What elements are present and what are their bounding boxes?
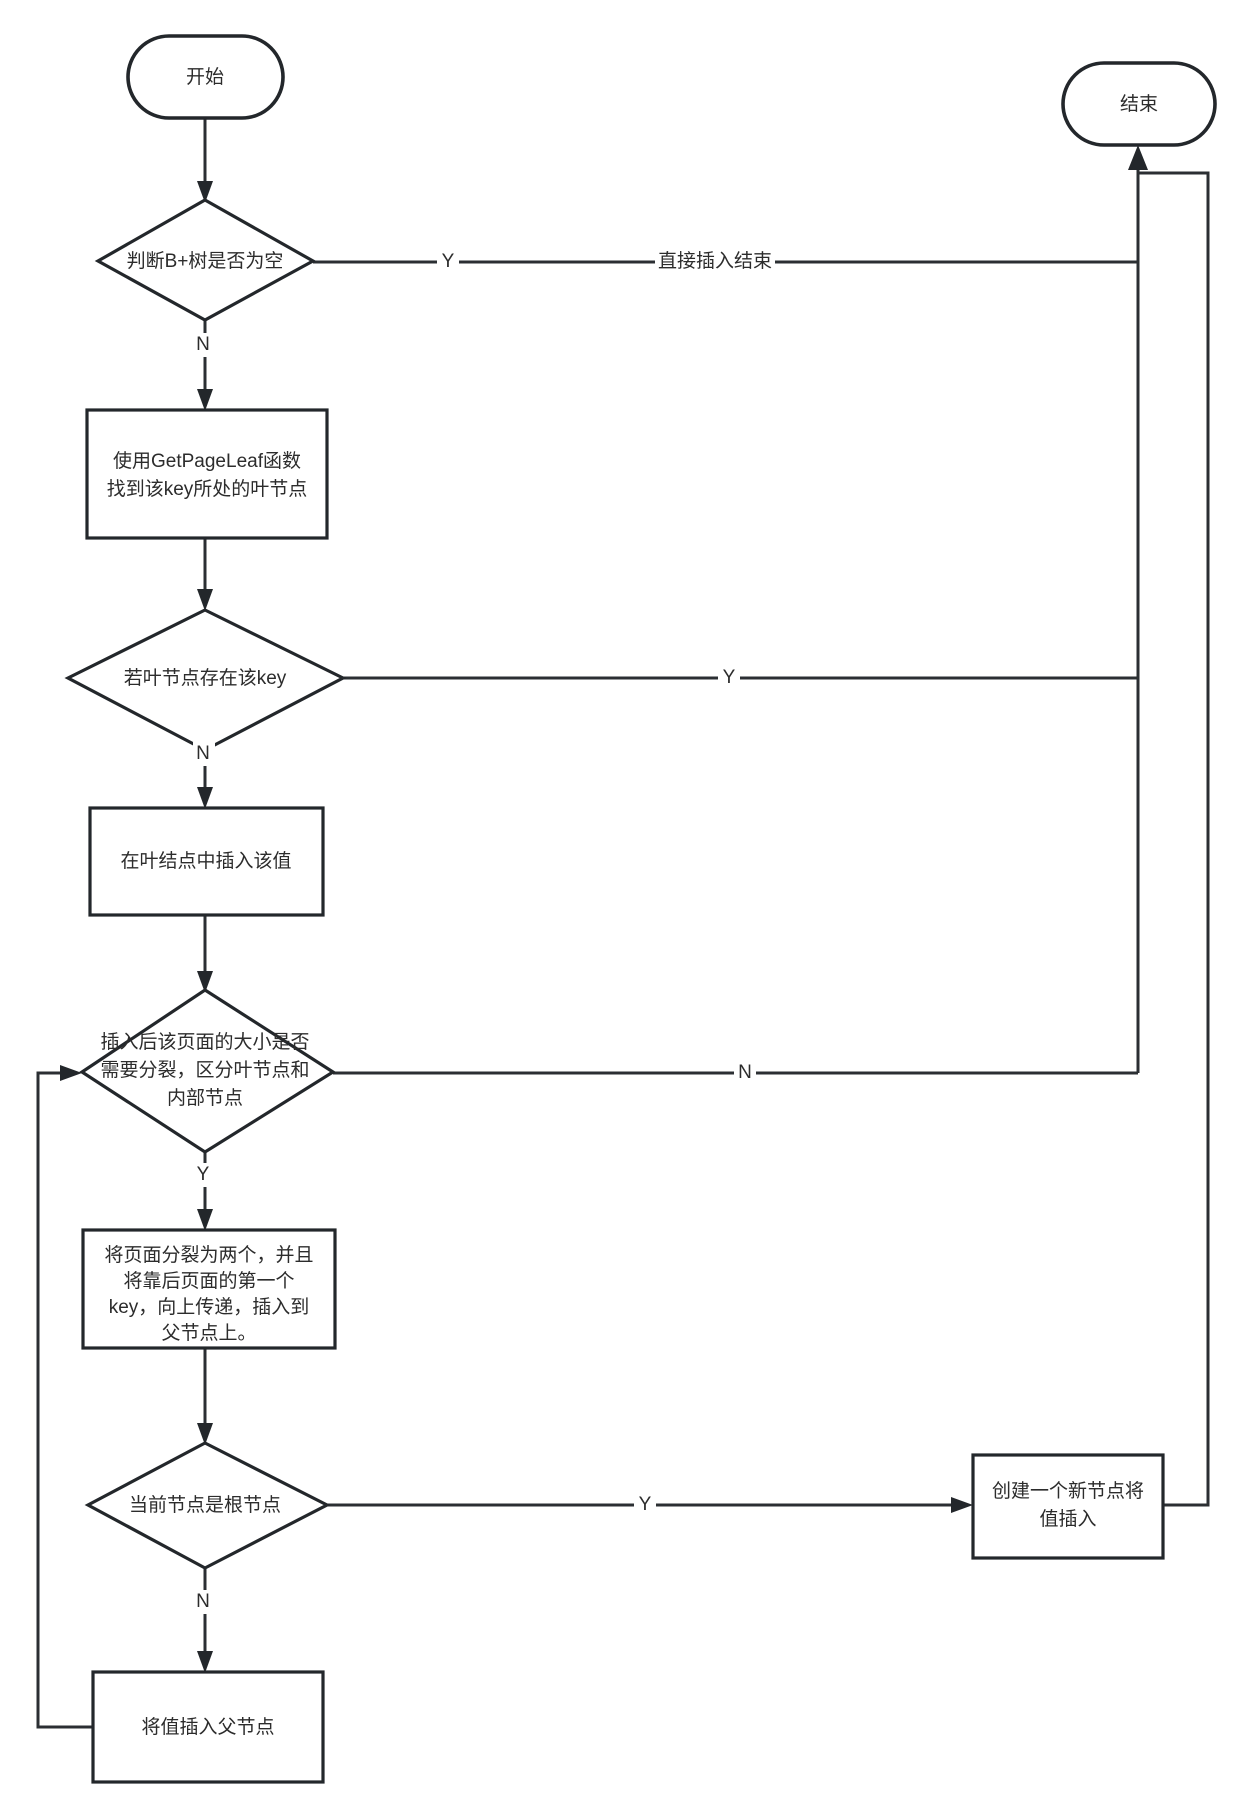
edge-toparent-loopback-to-split	[36, 1065, 93, 1729]
edge-newnode-to-end-rail	[1138, 171, 1210, 1507]
node-decision-is-root-label: 当前节点是根节点	[129, 1494, 281, 1516]
node-process-split-page-label-line3: key，向上传递，插入到	[109, 1296, 310, 1318]
node-decision-need-split-label-line2: 需要分裂，区分叶节点和	[100, 1059, 309, 1081]
node-process-getpageleaf[interactable]: 使用GetPageLeaf函数 找到该key所处的叶节点	[85, 408, 329, 540]
nodes-layer: 开始 结束 判断B+树是否为空 使用GetPageLeaf函数 找到该key所处…	[64, 34, 1217, 1784]
svg-text:Y: Y	[723, 667, 736, 688]
node-decision-leaf-has-key-label: 若叶节点存在该key	[124, 667, 287, 689]
node-process-insert-into-leaf-label: 在叶结点中插入该值	[120, 850, 291, 872]
node-decision-need-split-label-line1: 插入后该页面的大小是否	[100, 1031, 309, 1053]
node-process-split-page-label-line4: 父节点上。	[161, 1322, 256, 1344]
node-process-create-new-node-label-line2: 值插入	[1039, 1508, 1096, 1530]
svg-text:N: N	[196, 334, 210, 355]
node-process-getpageleaf-label-line1: 使用GetPageLeaf函数	[113, 450, 301, 472]
edge-decision-isroot-no	[197, 1568, 213, 1673]
node-process-split-page[interactable]: 将页面分裂为两个，并且 将靠后页面的第一个 key，向上传递，插入到 父节点上。	[81, 1228, 337, 1350]
node-decision-is-tree-empty-label: 判断B+树是否为空	[127, 250, 284, 272]
node-start-label: 开始	[186, 66, 224, 88]
node-process-create-new-node[interactable]: 创建一个新节点将 值插入	[971, 1453, 1165, 1560]
edge-label-haskey-no: N	[193, 742, 215, 766]
svg-text:Y: Y	[639, 1494, 652, 1515]
node-process-getpageleaf-label-line2: 找到该key所处的叶节点	[107, 478, 308, 500]
edge-start-to-decision-empty	[197, 118, 213, 203]
edge-insert-to-decision-split	[197, 915, 213, 993]
node-decision-is-root[interactable]: 当前节点是根节点	[84, 1441, 331, 1570]
node-end-label: 结束	[1120, 93, 1158, 115]
edge-label-split-no: N	[734, 1061, 756, 1085]
node-decision-is-tree-empty[interactable]: 判断B+树是否为空	[94, 198, 317, 322]
node-process-create-new-node-label-line1: 创建一个新节点将	[992, 1480, 1144, 1502]
node-process-insert-into-leaf[interactable]: 在叶结点中插入该值	[88, 806, 325, 917]
edge-label-isroot-yes: Y	[634, 1493, 656, 1517]
node-process-split-page-label-line1: 将页面分裂为两个，并且	[104, 1244, 313, 1266]
svg-text:N: N	[196, 1591, 210, 1612]
node-process-insert-into-parent[interactable]: 将值插入父节点	[91, 1670, 325, 1784]
svg-text:Y: Y	[197, 1164, 210, 1185]
svg-text:N: N	[738, 1062, 752, 1083]
edge-label-isroot-no: N	[193, 1590, 215, 1614]
edge-right-rail-to-end	[1128, 145, 1148, 1073]
edge-label-empty-no: N	[193, 333, 215, 357]
edge-labels-layer: Y 直接插入结束 N Y N N	[193, 250, 775, 1614]
edge-label-split-yes: Y	[193, 1163, 215, 1187]
node-decision-leaf-has-key[interactable]: 若叶节点存在该key	[64, 608, 347, 752]
svg-text:直接插入结束: 直接插入结束	[658, 250, 772, 272]
edge-getleaf-to-decision-haskey	[197, 538, 213, 611]
node-decision-need-split[interactable]: 插入后该页面的大小是否 需要分裂，区分叶节点和 内部节点	[79, 988, 336, 1154]
node-end[interactable]: 结束	[1061, 61, 1217, 147]
edge-label-empty-yes-note: 直接插入结束	[655, 250, 775, 274]
node-decision-need-split-label-line3: 内部节点	[167, 1087, 243, 1109]
edge-label-empty-yes: Y	[437, 250, 459, 274]
node-start[interactable]: 开始	[126, 34, 285, 120]
node-process-insert-into-parent-label: 将值插入父节点	[141, 1716, 274, 1738]
edge-label-haskey-yes: Y	[718, 666, 740, 690]
node-process-split-page-label-line2: 将靠后页面的第一个	[123, 1270, 294, 1292]
svg-text:Y: Y	[442, 251, 455, 272]
svg-text:N: N	[196, 743, 210, 764]
edge-split-to-decision-isroot	[197, 1348, 213, 1445]
